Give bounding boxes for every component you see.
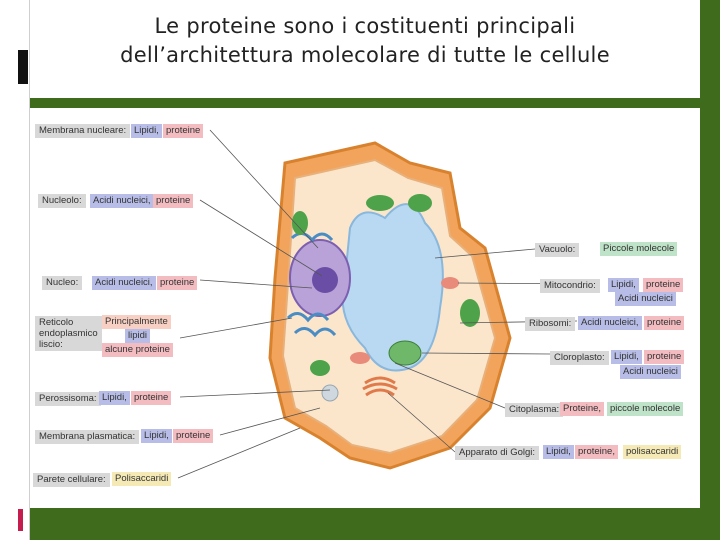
left-marker-dark (18, 50, 28, 84)
tag-proteine: proteine (163, 124, 203, 138)
tag-proteine: proteine (153, 194, 193, 208)
tag-acidi-nucleici: Acidi nucleici, (578, 316, 642, 330)
label-reticolo-line3: liscio: (39, 339, 63, 350)
label-reticolo-line1: Reticolo (39, 317, 73, 328)
label-ribosomi: Ribosomi: (525, 317, 575, 331)
chloroplast-shape-6 (310, 360, 330, 376)
left-marker-red (18, 509, 23, 531)
tag-lipidi: Lipidi, (608, 278, 639, 292)
label-cloroplasto: Cloroplasto: (550, 351, 609, 365)
green-frame-right (700, 0, 720, 540)
label-parete-cellulare: Parete cellulare: (33, 473, 110, 487)
tag-proteine: proteine (644, 316, 684, 330)
tag-piccole-molecole: piccole molecole (607, 402, 683, 416)
label-citoplasma: Citoplasma: (505, 403, 563, 417)
label-membrana-plasmatica: Membrana plasmatica: (35, 430, 139, 444)
slide-title: Le proteine sono i costituenti principal… (30, 12, 700, 70)
mitochondrion-shape-1 (441, 277, 459, 289)
label-reticolo-line2: endoplasmico (39, 328, 98, 339)
label-mitocondrio: Mitocondrio: (540, 279, 600, 293)
tag-proteine: Proteine, (560, 402, 604, 416)
tag-proteine: proteine (643, 278, 683, 292)
label-nucleolo: Nucleolo: (38, 194, 86, 208)
tag-acidi-nucleici: Acidi nucleici, (90, 194, 154, 208)
nucleolus-shape (312, 267, 338, 293)
tag-acidi-nucleici: Acidi nucleici (620, 365, 681, 379)
tag-lipidi: lipidi (125, 329, 150, 343)
tag-acidi-nucleici: Acidi nucleici (615, 292, 676, 306)
chloroplast-shape-3 (292, 211, 308, 235)
mitochondrion-shape-2 (350, 352, 370, 364)
chloroplast-shape-1 (366, 195, 394, 211)
tag-proteine: proteine (157, 276, 197, 290)
label-nucleo: Nucleo: (42, 276, 82, 290)
tag-piccole-molecole: Piccole molecole (600, 242, 677, 256)
tag-proteine: proteine (644, 350, 684, 364)
green-frame-band (30, 98, 700, 108)
tag-lipidi: Lipidi, (611, 350, 642, 364)
tag-proteine: proteine (173, 429, 213, 443)
tag-acidi-nucleici: Acidi nucleici, (92, 276, 156, 290)
label-membrana-nucleare: Membrana nucleare: (35, 124, 130, 138)
tag-proteine: proteine, (575, 445, 618, 459)
label-reticolo: Reticolo endoplasmico liscio: (35, 316, 102, 351)
tag-alcune-proteine: alcune proteine (102, 343, 173, 357)
tag-lipidi: Lipidi, (99, 391, 130, 405)
chloroplast-shape-2 (408, 194, 432, 212)
chloroplast-shape-5 (389, 341, 421, 365)
tag-lipidi: Lipidi, (131, 124, 162, 138)
tag-polisaccaridi: polisaccaridi (623, 445, 681, 459)
tag-polisaccaridi: Polisaccaridi (112, 472, 171, 486)
label-vacuolo: Vacuolo: (535, 243, 579, 257)
tag-principalmente: Principalmente (102, 315, 171, 329)
tag-lipidi: Lipidi, (543, 445, 574, 459)
tag-lipidi: Lipidi, (141, 429, 172, 443)
green-frame-bottom (30, 508, 700, 540)
label-perossisoma: Perossisoma: (35, 392, 101, 406)
label-apparato-golgi: Apparato di Golgi: (455, 446, 539, 460)
peroxisome-shape (322, 385, 338, 401)
tag-proteine: proteine (131, 391, 171, 405)
cell-diagram: Membrana nucleare: Lipidi, proteine Nucl… (30, 108, 700, 508)
